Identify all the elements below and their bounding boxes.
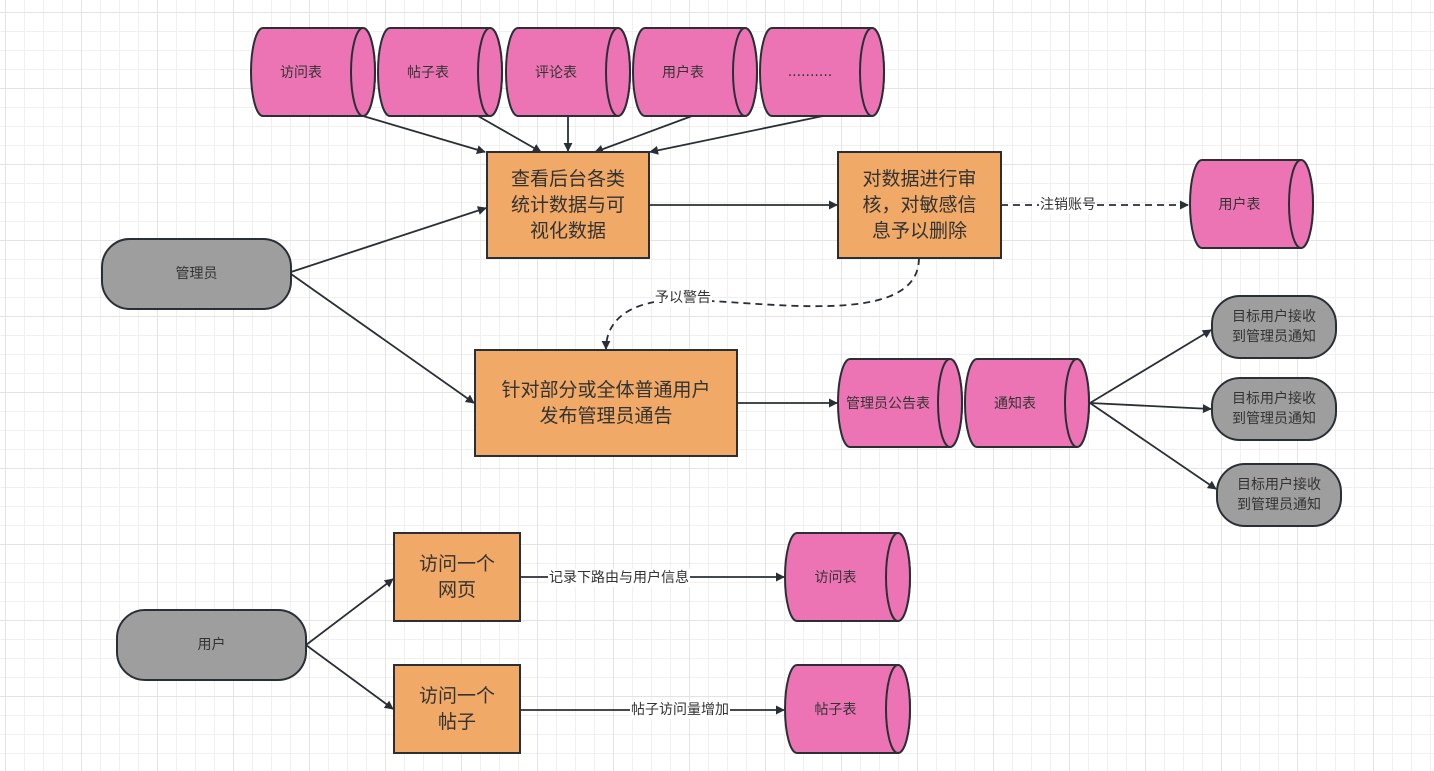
actor-pill-shape (1211, 295, 1337, 359)
process-box-shape (393, 664, 521, 754)
node-receiver-1[interactable] (1211, 295, 1337, 359)
edge-admin-to-view[interactable] (290, 206, 487, 273)
node-table-visit-bottom[interactable] (784, 532, 911, 622)
actor-pill-shape (116, 609, 307, 681)
node-receiver-3[interactable] (1216, 463, 1342, 527)
edge-notification-to-receiver-2[interactable] (1089, 402, 1212, 414)
node-admin[interactable] (101, 238, 292, 310)
database-cylinder-cap (885, 532, 911, 622)
node-table-visit-top[interactable] (250, 27, 376, 117)
actor-pill-shape (1216, 463, 1342, 527)
edge-visit-to-view[interactable] (362, 115, 486, 155)
database-cylinder-cap (732, 27, 758, 117)
actor-pill-shape (101, 238, 292, 310)
edge-audit-to-publish[interactable] (601, 257, 920, 350)
edge-notification-to-receiver-1[interactable] (1089, 329, 1212, 404)
node-table-notification[interactable] (964, 358, 1090, 448)
database-cylinder-cap (859, 27, 885, 117)
edge-user-to-visit-page[interactable] (305, 578, 394, 646)
node-receiver-2[interactable] (1211, 377, 1337, 441)
process-box-shape (486, 151, 650, 259)
database-cylinder-cap (1064, 358, 1090, 448)
edge-label-deactivate: 注销账号 (1039, 196, 1097, 214)
edge-user-to-view[interactable] (594, 115, 693, 154)
edge-label-post-views: 帖子访问量增加 (630, 701, 730, 719)
database-cylinder-cap (937, 358, 963, 448)
node-visit-post[interactable] (393, 664, 521, 754)
node-table-post-bottom[interactable] (784, 664, 911, 754)
database-cylinder-cap (477, 27, 503, 117)
database-cylinder-cap (605, 27, 631, 117)
edge-label-warn: 予以警告 (654, 289, 712, 307)
database-cylinder-cap (1288, 159, 1314, 249)
node-table-user-top[interactable] (632, 27, 758, 117)
edge-more-to-view[interactable] (649, 115, 824, 155)
node-table-announcement[interactable] (837, 358, 963, 448)
node-table-more-top[interactable] (759, 27, 885, 117)
node-visit-page[interactable] (393, 532, 521, 622)
node-publish-notice[interactable] (474, 349, 738, 457)
database-cylinder-cap (885, 664, 911, 754)
process-box-shape (474, 349, 738, 457)
node-view-stats[interactable] (486, 151, 650, 259)
edge-notification-to-receiver-3[interactable] (1089, 402, 1217, 490)
edge-label-record-route: 记录下路由与用户信息 (548, 569, 690, 587)
node-user[interactable] (116, 609, 307, 681)
database-cylinder-cap (350, 27, 376, 117)
actor-pill-shape (1211, 377, 1337, 441)
node-audit-data[interactable] (837, 151, 1002, 259)
edge-user-to-visit-post[interactable] (305, 644, 394, 710)
node-table-post-top[interactable] (377, 27, 503, 117)
process-box-shape (393, 532, 521, 622)
edge-admin-to-publish[interactable] (290, 273, 475, 404)
node-table-comment-top[interactable] (505, 27, 631, 117)
edge-post-to-view[interactable] (477, 115, 542, 153)
process-box-shape (837, 151, 1002, 259)
node-table-user-right[interactable] (1189, 159, 1314, 249)
